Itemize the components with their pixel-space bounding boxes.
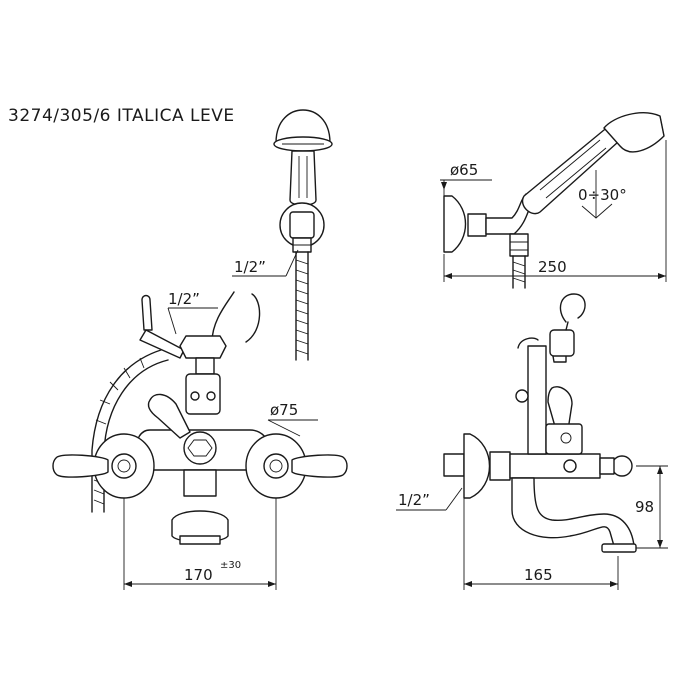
hand-shower-front-view: [273, 109, 333, 361]
side-thread-label: 1/2”: [398, 491, 430, 509]
angle-label: 0÷30°: [578, 186, 627, 204]
hand-shower-side-view: [443, 112, 665, 289]
support-diameter-label: ø65: [450, 161, 478, 179]
mixer-front-view: [52, 291, 348, 545]
flange-diameter-label: ø75: [270, 401, 298, 419]
shower-length-label: 250: [538, 258, 567, 276]
mixer-side-view: [443, 293, 637, 553]
tolerance-label: ±30: [220, 560, 241, 571]
product-title: 3274/305/6 ITALICA LEVE: [8, 106, 235, 126]
front-width-label: 170: [184, 566, 213, 584]
spout-height-label: 98: [635, 498, 654, 516]
side-width-label: 165: [524, 566, 553, 584]
hand-shower-thread-label: 1/2”: [234, 258, 266, 276]
hose-thread-label: 1/2”: [168, 290, 200, 308]
